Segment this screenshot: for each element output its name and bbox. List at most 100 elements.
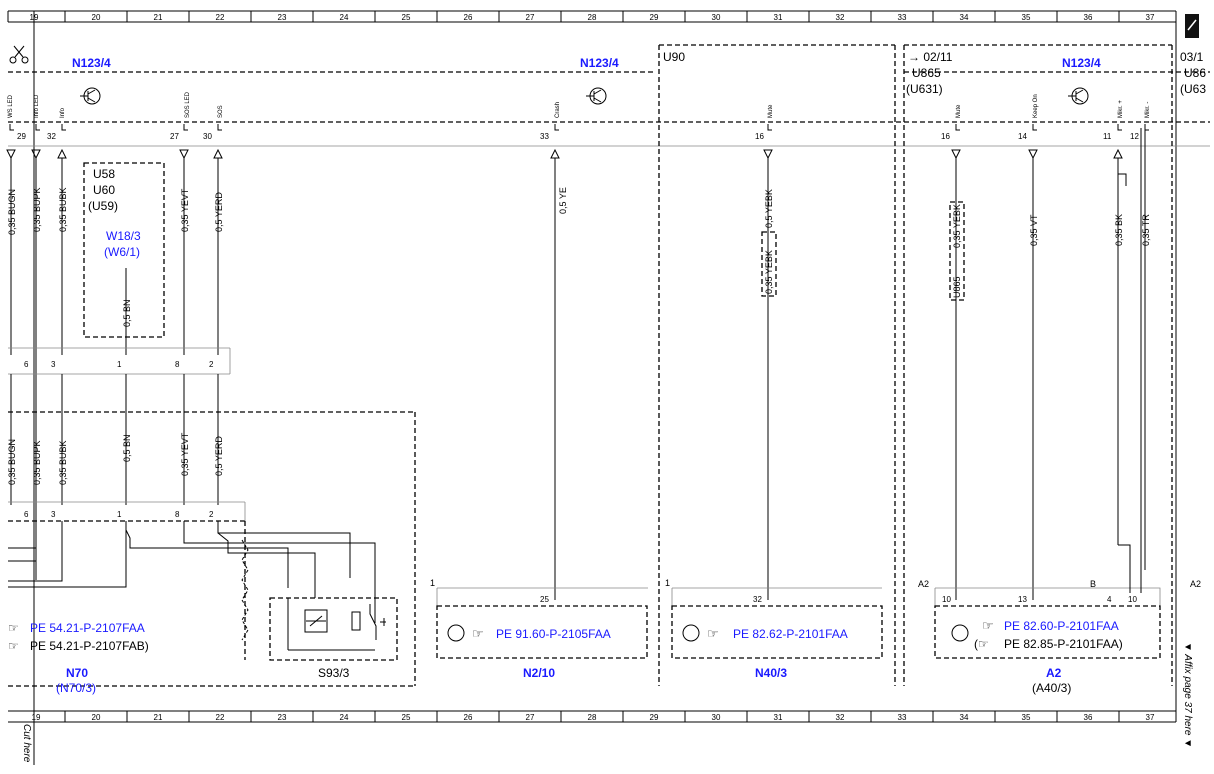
- low-pin-2: 2: [209, 510, 214, 519]
- top-pin-labels: 29 WS LED Info LED 32 Info 27 SOS LED 30…: [8, 91, 1151, 141]
- n40-pin-32: 32: [753, 595, 762, 604]
- wire-label-vt: 0,35 VT: [1029, 214, 1039, 246]
- n2-10-label: N2/10: [523, 666, 555, 680]
- connector-row-middle: 6 3 1 8 2: [8, 347, 231, 375]
- grid-col-23: 23: [278, 13, 287, 22]
- ref-91-60: PE 91.60-P-2105FAA: [496, 627, 611, 641]
- grid-col-33: 33: [898, 13, 907, 22]
- u631-label: (U631): [906, 82, 943, 96]
- wire-label-yebk-05: 0,5 YEBK: [764, 189, 774, 228]
- grid-col-32: 32: [836, 13, 845, 22]
- a2-mark: A2: [918, 579, 929, 589]
- grid-col-37-bottom: 37: [1146, 713, 1155, 722]
- grid-col-23-bottom: 23: [278, 713, 287, 722]
- a2-module: A2 B A2 10 13 4 10 ☞ PE 82.60-P-2101FAA …: [918, 544, 1201, 695]
- grid-col-34: 34: [960, 13, 969, 22]
- grid-col-33-bottom: 33: [898, 713, 907, 722]
- wire-label-yebk-u865: 0,35 YEBK: [952, 204, 962, 248]
- wire-label-yerd-lower: 0,5 YERD: [214, 436, 224, 476]
- u63-label: (U63: [1180, 82, 1206, 96]
- grid-col-26: 26: [464, 13, 473, 22]
- ref-03-label: 03/1: [1180, 50, 1204, 64]
- variant-w18-3: W18/3: [106, 229, 141, 243]
- mid-pin-1: 1: [117, 360, 122, 369]
- grid-col-31-bottom: 31: [774, 713, 783, 722]
- mid-pin-2: 2: [209, 360, 214, 369]
- ref-82-85: PE 82.85-P-2101FAA): [1004, 637, 1123, 651]
- wire-label-yerd-upper: 0,5 YERD: [214, 192, 224, 232]
- n40-3-label: N40/3: [755, 666, 787, 680]
- low-pin-8: 8: [175, 510, 180, 519]
- wire-label-u865-variant: U865: [952, 276, 962, 298]
- pin-stubs: [9, 124, 1149, 131]
- mid-pin-3: 3: [51, 360, 56, 369]
- pin-32: 32: [47, 132, 56, 141]
- grid-col-31: 31: [774, 13, 783, 22]
- grid-col-24: 24: [340, 13, 349, 22]
- variant-u58: U58: [93, 167, 115, 181]
- n70-label: N70: [66, 666, 88, 680]
- grid-col-32-bottom: 32: [836, 713, 845, 722]
- u86-label: U86: [1184, 66, 1206, 80]
- wire-label-yevt-upper: 0,35 YEVT: [180, 188, 190, 232]
- grid-col-21: 21: [154, 13, 163, 22]
- transistor-icon-a: [80, 87, 101, 105]
- transistor-icon-n40: [682, 624, 700, 642]
- a40-3-label: (A40/3): [1032, 681, 1071, 695]
- wire-label-tr: 0,35 TR: [1141, 214, 1151, 246]
- a2-pin-10b: 10: [1128, 595, 1137, 604]
- grid-col-30: 30: [712, 13, 721, 22]
- pin-33-signal: Crash: [555, 102, 561, 118]
- variant-w6-1: (W6/1): [104, 245, 140, 259]
- wire-label-bugn-upper: 0,35 BUGN: [7, 189, 17, 235]
- pin-16-u865-signal: Mute: [956, 104, 962, 118]
- wire-label-yebk-u90: 0,35 YEBK: [764, 250, 774, 294]
- transistor-icon-a2: [951, 624, 969, 642]
- grid-col-27: 27: [526, 13, 535, 22]
- wire-label-bubk-lower: 0,35 BUBK: [58, 440, 68, 485]
- grid-col-20: 20: [92, 13, 101, 22]
- a2-right-mark: A2: [1190, 579, 1201, 589]
- low-pin-6: 6: [24, 510, 29, 519]
- grid-col-20-bottom: 20: [92, 713, 101, 722]
- grid-col-35-bottom: 35: [1022, 713, 1031, 722]
- n123-label-a: N123/4: [72, 56, 111, 70]
- pin-30-signal: SOS: [218, 105, 224, 118]
- pin-33: 33: [540, 132, 549, 141]
- pin-16-u90-signal: Mute: [768, 104, 774, 118]
- wires-upper: [10, 128, 1146, 600]
- n70-module: 0,35 BUGN 0,35 BUPK 0,35 BUBK 0,5 BN 0,3…: [7, 374, 416, 695]
- mid-pin-6: 6: [24, 360, 29, 369]
- mic-wire-bend: [1117, 162, 1127, 186]
- wire-label-bn-lower: 0,5 BN: [122, 434, 132, 462]
- grid-col-22-bottom: 22: [216, 713, 225, 722]
- pin-16-u865: 16: [941, 132, 950, 141]
- pin-32-signal: Info: [60, 107, 66, 118]
- grid-col-27-bottom: 27: [526, 713, 535, 722]
- ref-82-60: PE 82.60-P-2101FAA: [1004, 619, 1119, 633]
- transistor-icon-c: [1068, 87, 1089, 105]
- wire-label-yevt-lower: 0,35 YEVT: [180, 432, 190, 476]
- book-icon-n2: ☞: [472, 626, 484, 641]
- top-module-labels: N123/4 N123/4 N123/4 U90 → 02/11 U865 (U…: [72, 50, 1206, 96]
- svg-text:(☞: (☞: [974, 637, 989, 651]
- grid-col-30-bottom: 30: [712, 713, 721, 722]
- grid-col-28-bottom: 28: [588, 713, 597, 722]
- pin-12-signal: Mikr. -: [1145, 102, 1151, 118]
- u90-label: U90: [663, 50, 685, 64]
- grid-col-24-bottom: 24: [340, 713, 349, 722]
- variant-u60: U60: [93, 183, 115, 197]
- pin-29-signal: WS LED: [8, 94, 14, 118]
- affix-page-label: ▼ Affix page 37 here ▼: [1182, 642, 1193, 748]
- n2-pin-25: 25: [540, 595, 549, 604]
- n2-mark-1: 1: [430, 578, 435, 588]
- wire-labels-upper: 0,35 BUGN 0,35 BUPK 0,35 BUBK 0,35 YEVT …: [7, 187, 1151, 327]
- ref-54-21-b: PE 54.21-P-2107FAB): [30, 639, 149, 653]
- n2-10-module: 1 25 ☞ PE 91.60-P-2105FAA N2/10: [430, 578, 648, 680]
- low-pin-1: 1: [117, 510, 122, 519]
- ref-0211-label: → 02/11: [908, 50, 953, 64]
- svg-text:☞: ☞: [8, 639, 19, 653]
- wire-label-bupk-lower: 0,35 BUPK: [32, 440, 42, 485]
- wire-label-bk: 0,35 BK: [1114, 214, 1124, 246]
